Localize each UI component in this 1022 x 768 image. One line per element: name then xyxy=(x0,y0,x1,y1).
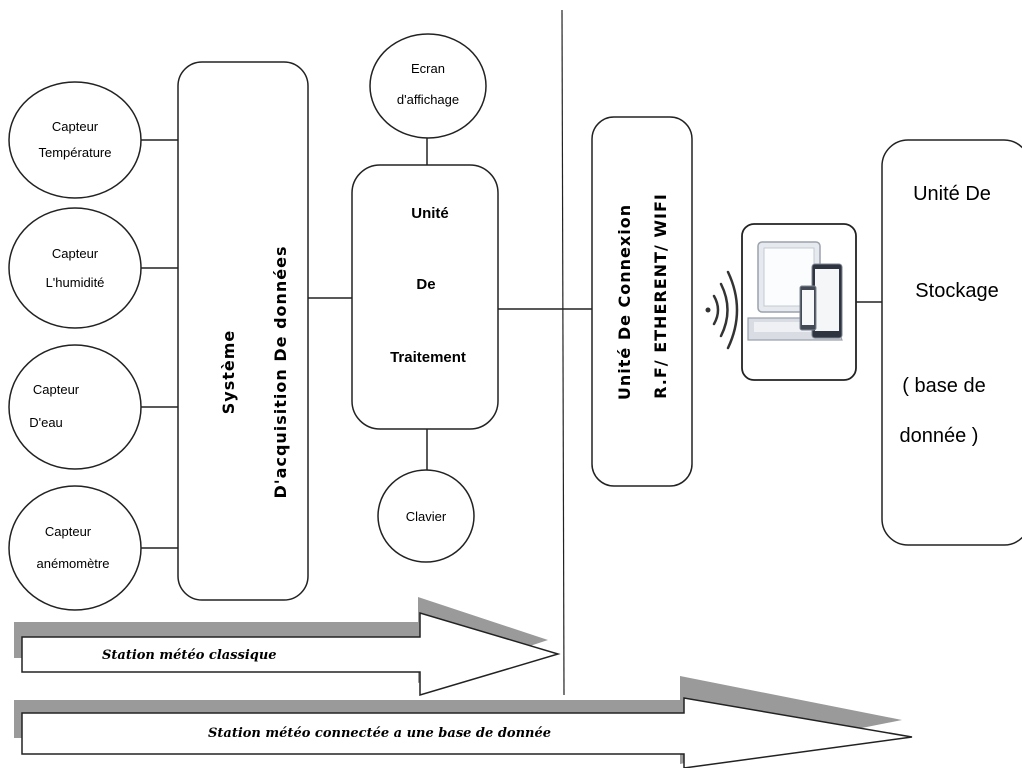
processing-line2: De xyxy=(416,276,435,293)
sensor-water: Capteur D'eau xyxy=(8,344,142,470)
sensor-water-line2: D'eau xyxy=(29,415,63,430)
sensor-anemometer-line2: anémomètre xyxy=(37,556,110,571)
acquisition-system-box: Système D'acquisition De données xyxy=(177,61,309,601)
sensor-temperature: Capteur Température xyxy=(8,81,142,199)
processing-unit-box: Unité De Traitement xyxy=(351,164,499,430)
processing-line3: Traitement xyxy=(390,349,466,366)
sensor-water-line1: Capteur xyxy=(33,382,80,397)
devices-icon xyxy=(747,241,843,341)
sensor-temperature-line1: Capteur xyxy=(52,119,99,134)
arrow-classic-label: Station météo classique xyxy=(102,648,277,663)
arrow-connected-station: Station météo connectée a une base de do… xyxy=(14,676,913,768)
connection-line2: R.F/ ETHERENT/ WIFI xyxy=(651,193,670,399)
wireless-signal-icon xyxy=(705,270,739,350)
storage-line4: donnée ) xyxy=(900,425,979,447)
display-line2: d'affichage xyxy=(397,92,459,107)
arrow-connected-label: Station météo connectée a une base de do… xyxy=(208,726,551,741)
processing-line1: Unité xyxy=(411,205,449,222)
connection-line1: Unité De Connexion xyxy=(615,204,634,400)
section-divider xyxy=(561,9,565,696)
connection-unit-box: Unité De Connexion R.F/ ETHERENT/ WIFI xyxy=(591,116,693,487)
storage-line3: ( base de xyxy=(902,375,985,397)
sensor-temperature-line2: Température xyxy=(39,145,112,160)
storage-line2: Stockage xyxy=(915,280,998,302)
keyboard-label: Clavier xyxy=(406,509,447,524)
sensor-humidity: Capteur L'humidité xyxy=(8,207,142,329)
display-line1: Ecran xyxy=(411,61,445,76)
storage-line1: Unité De xyxy=(913,183,991,205)
acquisition-line1: Système xyxy=(219,330,238,415)
sensor-anemometer: Capteur anémomètre xyxy=(8,485,142,611)
sensor-humidity-line2: L'humidité xyxy=(46,275,105,290)
display-screen-node: Ecran d'affichage xyxy=(369,33,487,139)
storage-unit-box: Unité De Stockage ( base de donnée ) xyxy=(881,139,1022,546)
sensor-anemometer-line1: Capteur xyxy=(45,524,92,539)
keyboard-node: Clavier xyxy=(377,469,475,563)
arrow-classic-station: Station météo classique xyxy=(14,597,561,697)
acquisition-line2: D'acquisition De données xyxy=(271,245,290,498)
devices-box xyxy=(741,223,857,381)
sensor-humidity-line1: Capteur xyxy=(52,246,99,261)
